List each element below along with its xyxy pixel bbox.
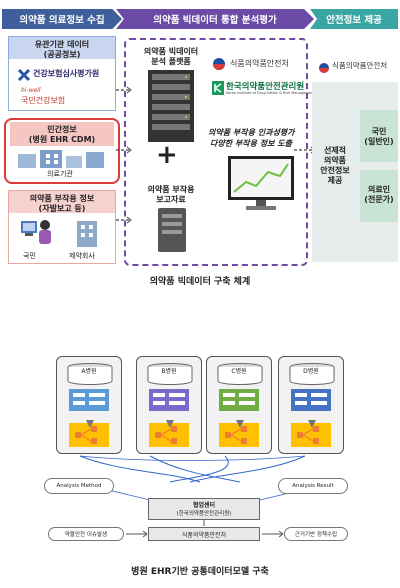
coop-center-title: 협업센터	[192, 502, 216, 509]
coop-center-sub: (한국의약품안전관리원)	[176, 511, 232, 517]
analysis-result-box: Analysis Result	[278, 478, 348, 494]
right-note-box: 근거기반 정책수립	[284, 527, 348, 541]
target-expert-sub: (전문가)	[364, 195, 394, 204]
pharma-building-icon	[73, 219, 101, 247]
hospital-cdm-icon	[289, 421, 333, 449]
monitor-chart-icon	[226, 154, 296, 214]
hospital-cdm-icon	[147, 421, 191, 449]
target-general-label: 국민	[371, 127, 387, 136]
mfds-right-logo-icon	[318, 59, 330, 73]
hospital-data-icon	[217, 387, 261, 413]
mfds-label: 식품의약품안전처	[230, 59, 289, 68]
person-computer-icon	[19, 217, 55, 247]
mfds-right-label: 식품의약품안전처	[332, 61, 388, 70]
report-data-subtitle-center: 보고자료	[156, 195, 186, 204]
nhis-label: 국민건강보험	[21, 96, 66, 105]
collect-arrows	[116, 86, 132, 224]
hospital-data-icon	[147, 387, 191, 413]
analysis-method-box: Analysis Method	[44, 478, 114, 494]
bottom-caption: 병원 EHR기반 공통데이터모델 구축	[131, 567, 269, 577]
report-data-subtitle: (자발보고 등)	[38, 204, 86, 213]
hospital-label: A병원	[81, 368, 97, 375]
analysis-note-line2: 다양한 부작용 정보 도출	[210, 139, 292, 148]
hospital-data-icon	[289, 387, 333, 413]
provide-line2: 의약품	[323, 156, 347, 165]
hira-logo-icon	[17, 67, 31, 82]
provide-line1: 선제적	[323, 146, 347, 155]
kids-english-label: Korea Institute of Drug Safety & Risk Ma…	[226, 91, 315, 95]
private-data-panel: 민간정보 (병원 EHR CDM) 의료기관	[4, 118, 120, 184]
coop-center-box	[148, 498, 260, 520]
hospital-data-icon	[67, 387, 111, 413]
target-general-box	[360, 110, 398, 162]
hospital-label: C병원	[231, 368, 247, 375]
hospital-label: B병원	[161, 368, 177, 375]
header-provide: 안전정보 제공	[310, 9, 398, 29]
report-data-title: 의약품 부작용 정보	[29, 194, 95, 203]
left-note-box: 약물안전 이슈발생	[48, 527, 124, 541]
kids-label: 한국의약품안전관리원	[226, 82, 305, 92]
report-caption-citizen: 국민	[23, 252, 36, 260]
provide-line4: 제공	[327, 176, 343, 185]
provide-line3: 안전정보	[320, 166, 350, 175]
hospital-cdm-icon	[217, 421, 261, 449]
report-data-header	[9, 191, 115, 213]
nhis-brand: hi-well	[21, 87, 41, 94]
down-arrow-icon	[235, 413, 245, 428]
db-server-icon	[156, 206, 188, 254]
public-data-subtitle: (공공정보)	[43, 50, 81, 59]
target-expert-label: 의료인	[367, 185, 391, 194]
public-data-panel: 유관기관 데이터 (공공정보) 건강보험심사평가원 hi-well 국민건강보험	[8, 36, 116, 111]
hospital-column: A병원	[56, 356, 122, 454]
down-arrow-icon	[85, 413, 95, 428]
server-rack-icon	[148, 70, 194, 142]
report-data-title-center: 의약품 부작용	[147, 185, 195, 194]
hospital-db-icon	[215, 363, 265, 385]
hira-label: 건강보험심사평가원	[33, 69, 100, 78]
mfds-logo-icon	[212, 56, 226, 70]
down-arrow-icon	[307, 413, 317, 428]
hospital-db-icon	[65, 363, 115, 385]
target-general-sub: (일반인)	[364, 137, 394, 146]
hospital-column: C병원	[206, 356, 272, 454]
hospital-column: B병원	[136, 356, 202, 454]
public-data-header	[9, 37, 115, 59]
mfds-bottom-box	[148, 527, 260, 541]
platform-subtitle: 분석 플랫폼	[151, 57, 191, 66]
report-caption-pharma: 제약회사	[69, 252, 95, 260]
private-data-subtitle: (병원 EHR CDM)	[28, 135, 96, 144]
private-data-header	[10, 122, 114, 146]
public-data-title: 유관기관 데이터	[34, 40, 90, 49]
analysis-panel	[124, 38, 308, 266]
hospital-label: D병원	[303, 368, 319, 375]
analysis-note-line1: 의약품 부작용 인과성평가	[208, 128, 295, 137]
hospital-column: D병원	[278, 356, 344, 454]
private-data-caption: 의료기관	[47, 170, 73, 178]
top-caption: 의약품 빅데이터 구축 체계	[149, 277, 251, 287]
plus-sign: +	[156, 140, 178, 170]
hospital-cdm-icon	[67, 421, 111, 449]
header-analyze: 의약품 빅데이터 통합 분석평가	[116, 9, 314, 29]
down-arrow-icon	[165, 413, 175, 428]
hospital-db-icon	[287, 363, 337, 385]
target-expert-box	[360, 170, 398, 222]
bottom-flow-arrows	[126, 520, 284, 538]
report-data-panel: 의약품 부작용 정보 (자발보고 등) 국민 제약회사	[8, 190, 116, 264]
hospital-db-icon	[145, 363, 195, 385]
platform-title: 의약품 빅데이터	[143, 47, 199, 56]
kids-logo-icon	[212, 80, 224, 95]
mfds-bottom-label: 식품의약품안전처	[181, 532, 227, 539]
header-collect: 의약품 의료정보 수집	[2, 9, 122, 29]
private-data-title: 민간정보	[47, 125, 77, 134]
hospital-building-icon	[16, 150, 106, 168]
